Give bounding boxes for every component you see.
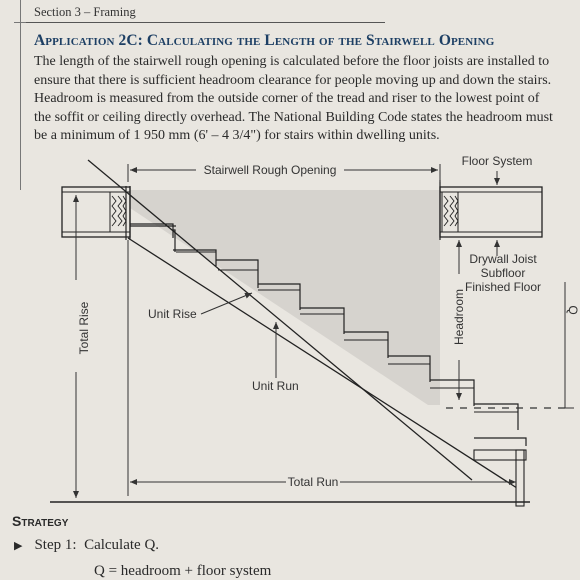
left-floor-system <box>61 186 131 238</box>
margin-rule <box>20 0 21 190</box>
header-rule <box>20 22 385 23</box>
opening-shade <box>130 190 440 405</box>
right-header-joist <box>441 191 459 233</box>
lower-stringer-line <box>127 237 521 491</box>
paragraph-line: be a minimum of 1 950 mm (6' – 4 3/4") f… <box>34 128 440 144</box>
strategy-heading: Strategy <box>12 513 69 529</box>
paragraph-line: the soffit or ceiling directly overhead.… <box>34 109 553 125</box>
paragraph-line: The length of the stairwell rough openin… <box>34 54 550 69</box>
application-title: Application 2C: Calculating the Length o… <box>34 32 495 49</box>
bullet-triangle-icon: ▶ <box>14 540 23 552</box>
step-1: ▶ Step 1: Calculate Q. <box>14 537 159 554</box>
label-subfloor: Subfloor <box>481 266 526 280</box>
step1-formula: Q = headroom + floor system <box>94 563 272 579</box>
margin-rule-cap <box>14 22 26 23</box>
step1-text: Calculate Q. <box>84 537 160 553</box>
bottom-post <box>515 449 525 507</box>
paragraph-line: Headroom is measured from the outside co… <box>34 91 540 107</box>
label-floor-system: Floor System <box>462 154 533 168</box>
label-finished-floor: Finished Floor <box>465 280 541 294</box>
label-unit-run: Unit Run <box>252 379 299 393</box>
label-total-run: Total Run <box>288 475 339 489</box>
label-headroom: Headroom <box>452 289 466 345</box>
label-unit-rise: Unit Rise <box>148 307 197 321</box>
label-stairwell-rough-opening: Stairwell Rough Opening <box>204 163 337 177</box>
intro-paragraph: The length of the stairwell rough openin… <box>34 53 580 146</box>
right-floor-system <box>439 186 543 238</box>
step1-label: Step 1: <box>34 537 77 553</box>
section-header: Section 3 – Framing <box>34 5 136 19</box>
label-q: Q <box>566 305 580 314</box>
label-drywall-joist: Drywall Joist <box>469 252 537 266</box>
upper-stringer-line <box>87 159 473 481</box>
label-total-rise: Total Rise <box>77 301 91 354</box>
stair-steps <box>130 223 527 446</box>
paragraph-line: ensure that there is sufficient headroom… <box>34 72 552 88</box>
stairwell-diagram: Stairwell Rough Opening Floor System Dry… <box>50 154 580 507</box>
